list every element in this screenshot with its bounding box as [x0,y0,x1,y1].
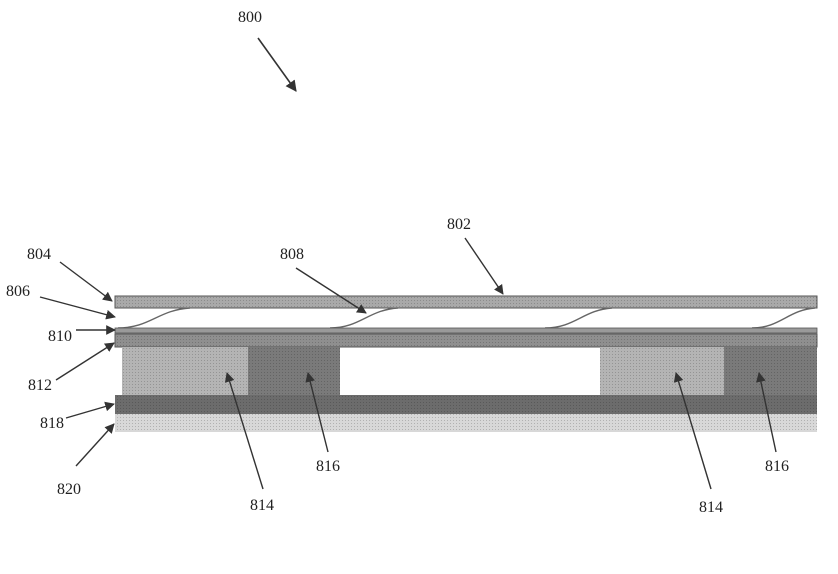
label-814-right: 814 [699,499,723,516]
leader-806 [39,296,116,320]
leader-816-left [305,372,329,453]
label-812: 812 [28,377,52,394]
figure-arrow [257,37,297,92]
leader-802 [464,237,504,295]
label-818: 818 [40,415,64,432]
label-806: 806 [6,283,30,300]
connector-808-b [329,307,399,329]
leader-804 [59,261,113,302]
label-804: 804 [27,246,51,263]
layer-810 [114,327,818,334]
label-814-left: 814 [250,497,274,514]
figure-number-label: 800 [238,9,262,26]
connector-808-a [117,307,191,329]
leader-812 [55,342,115,381]
label-808: 808 [280,246,304,263]
connector-808-c [544,307,613,329]
leader-814-right [673,372,712,490]
leader-808 [295,267,367,314]
label-820: 820 [57,481,81,498]
label-816-right: 816 [765,458,789,475]
leader-820 [75,423,115,467]
connector-808-d [751,307,816,329]
leader-816-right [756,372,777,453]
label-810: 810 [48,328,72,345]
label-802: 802 [447,216,471,233]
label-816-left: 816 [316,458,340,475]
leader-818 [65,401,115,419]
leader-814-left [224,372,264,490]
